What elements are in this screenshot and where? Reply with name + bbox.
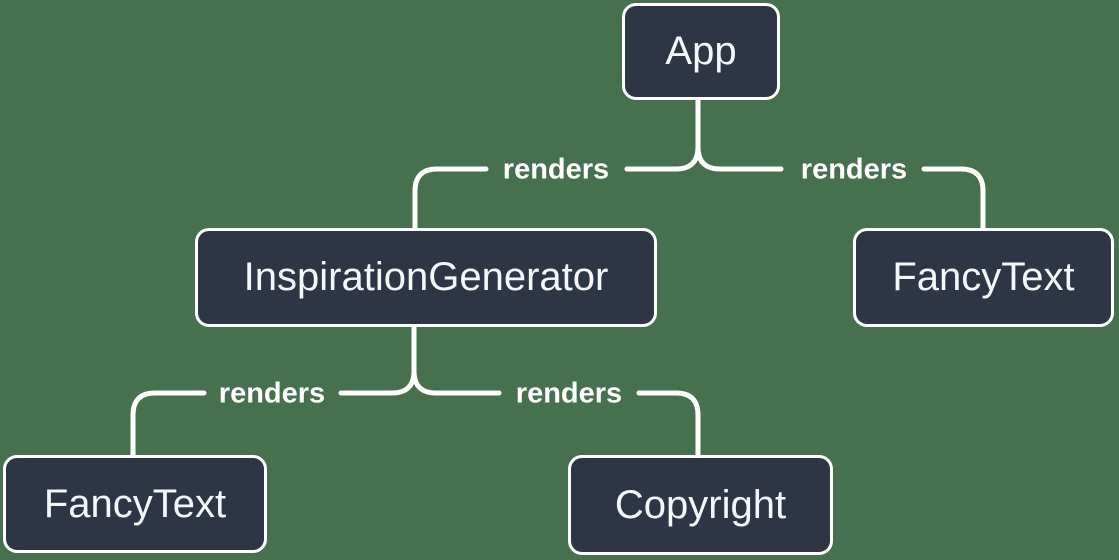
edge-line-ig-to-fancytext-left-part xyxy=(130,390,207,458)
edge-line-app-to-ig-left-part xyxy=(412,166,489,231)
edge-line-ig-to-copyright-right-part xyxy=(636,390,701,458)
edge-label-app-to-fancy-text: renders xyxy=(800,153,908,186)
edge-label-inspiration-generator-to-fancy-text: renders xyxy=(218,377,326,410)
edge-label-app-to-inspiration-generator: renders xyxy=(502,153,610,186)
node-app: App xyxy=(622,3,780,100)
edge-line-app-to-ig-right-part xyxy=(624,144,701,172)
node-app-label: App xyxy=(665,29,737,73)
node-inspiration-generator-label: InspirationGenerator xyxy=(243,255,609,299)
node-copyright: Copyright xyxy=(568,455,833,555)
edge-line-app-to-fancytext-left-part xyxy=(695,144,784,172)
edge-line-ig-to-fancytext-right-part xyxy=(338,368,417,396)
node-fancy-text-right: FancyText xyxy=(853,228,1114,327)
node-fancy-text-left: FancyText xyxy=(3,455,267,553)
edge-label-inspiration-generator-to-copyright: renders xyxy=(515,377,623,410)
node-copyright-label: Copyright xyxy=(614,482,787,527)
node-fancy-text-right-label: FancyText xyxy=(892,255,1075,299)
edge-line-app-to-fancytext-right-part xyxy=(921,166,986,231)
node-inspiration-generator: InspirationGenerator xyxy=(195,228,657,327)
edge-line-ig-to-copyright-left-part xyxy=(411,368,502,396)
node-fancy-text-left-label: FancyText xyxy=(43,481,227,526)
